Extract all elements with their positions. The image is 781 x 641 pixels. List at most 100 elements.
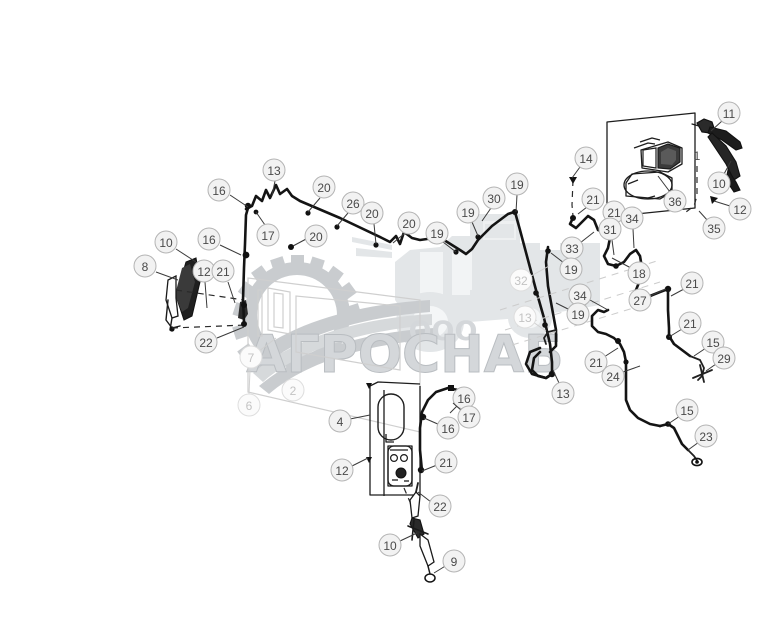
callout-bubble[interactable]	[574, 146, 598, 170]
callout-12[interactable]: 12	[330, 457, 369, 482]
callout-2[interactable]: 2	[281, 378, 305, 402]
callout-21[interactable]: 21	[584, 347, 619, 374]
callout-bubble[interactable]	[628, 288, 652, 312]
callout-bubble[interactable]	[378, 533, 402, 557]
callout-bubble[interactable]	[197, 227, 221, 251]
callout-bubble[interactable]	[194, 330, 218, 354]
callout-11[interactable]: 11	[710, 101, 741, 132]
callout-bubble[interactable]	[428, 494, 452, 518]
callout-15[interactable]: 15	[667, 398, 699, 425]
callout-4[interactable]: 4	[328, 409, 371, 433]
callout-19[interactable]: 19	[505, 172, 529, 213]
callout-9[interactable]: 9	[433, 549, 466, 574]
callout-24[interactable]: 24	[601, 364, 641, 388]
callout-7[interactable]: 7	[239, 337, 277, 369]
callout-1[interactable]: 1	[694, 149, 701, 163]
callout-bubble[interactable]	[513, 305, 537, 329]
callout-bubble[interactable]	[620, 206, 644, 230]
callout-30[interactable]: 30	[481, 186, 506, 222]
callout-bubble[interactable]	[312, 175, 336, 199]
callout-20[interactable]: 20	[292, 224, 328, 248]
callout-34[interactable]: 34	[620, 206, 644, 249]
callout-bubble[interactable]	[436, 416, 460, 440]
callout-13[interactable]: 13	[262, 158, 286, 197]
callout-bubble[interactable]	[207, 178, 231, 202]
callout-19[interactable]: 19	[425, 221, 457, 253]
callout-bubble[interactable]	[341, 191, 365, 215]
callout-21[interactable]: 21	[670, 271, 704, 297]
callout-17[interactable]: 17	[452, 402, 481, 429]
callout-18[interactable]: 18	[611, 257, 651, 285]
callout-22[interactable]: 22	[417, 491, 452, 518]
callout-bubble[interactable]	[559, 257, 583, 281]
callout-21[interactable]: 21	[421, 450, 458, 474]
callout-bubble[interactable]	[482, 186, 506, 210]
callout-bubble[interactable]	[239, 345, 263, 369]
callout-bubble[interactable]	[694, 424, 718, 448]
callout-34[interactable]: 34	[568, 283, 609, 311]
callout-bubble[interactable]	[434, 450, 458, 474]
callout-16[interactable]: 16	[197, 227, 242, 256]
callout-13[interactable]: 13	[513, 305, 547, 332]
callout-bubble[interactable]	[728, 197, 752, 221]
callout-bubble[interactable]	[675, 398, 699, 422]
callout-bubble[interactable]	[505, 172, 529, 196]
callout-19[interactable]: 19	[456, 200, 480, 237]
callout-8[interactable]: 8	[133, 254, 179, 281]
callout-32[interactable]: 32	[509, 265, 550, 292]
callout-bubble[interactable]	[663, 189, 687, 213]
callout-12[interactable]: 12	[713, 197, 752, 221]
callout-36[interactable]: 36	[657, 175, 687, 213]
callout-bubble[interactable]	[551, 381, 575, 405]
callout-bubble[interactable]	[701, 330, 725, 354]
callout-16[interactable]: 16	[423, 416, 460, 440]
callout-20[interactable]: 20	[360, 201, 384, 245]
callout-bubble[interactable]	[627, 261, 651, 285]
callout-bubble[interactable]	[707, 171, 731, 195]
callout-bubble[interactable]	[509, 268, 533, 292]
callout-bubble[interactable]	[328, 409, 352, 433]
callout-21[interactable]: 21	[577, 187, 605, 215]
callout-10[interactable]: 10	[378, 532, 418, 557]
callout-bubble[interactable]	[425, 221, 449, 245]
callout-bubble[interactable]	[330, 458, 354, 482]
callout-bubble[interactable]	[566, 302, 590, 326]
callout-bubble[interactable]	[237, 393, 261, 417]
callout-bubble[interactable]	[598, 217, 622, 241]
callout-bubble[interactable]	[211, 259, 235, 283]
callout-20[interactable]: 20	[392, 211, 421, 244]
callout-bubble[interactable]	[262, 158, 286, 182]
callout-bubble[interactable]	[717, 101, 741, 125]
callout-bubble[interactable]	[678, 311, 702, 335]
callout-23[interactable]: 23	[687, 424, 718, 451]
callout-21[interactable]: 21	[668, 311, 702, 338]
callout-10[interactable]: 10	[707, 160, 732, 195]
callout-26[interactable]: 26	[336, 191, 365, 227]
callout-20[interactable]: 20	[307, 175, 336, 213]
callout-bubble[interactable]	[281, 378, 305, 402]
callout-bubble[interactable]	[397, 211, 421, 235]
callout-bubble[interactable]	[133, 254, 157, 278]
callout-bubble[interactable]	[304, 224, 328, 248]
callout-27[interactable]: 27	[628, 288, 667, 312]
callout-16[interactable]: 16	[449, 386, 476, 414]
callout-bubble[interactable]	[702, 216, 726, 240]
callout-21[interactable]: 21	[211, 259, 236, 304]
callout-22[interactable]: 22	[194, 326, 245, 354]
callout-16[interactable]: 16	[207, 178, 249, 208]
callout-19[interactable]: 19	[555, 302, 590, 326]
callout-bubble[interactable]	[584, 350, 608, 374]
callout-17[interactable]: 17	[255, 211, 280, 247]
callout-bubble[interactable]	[581, 187, 605, 211]
callout-bubble[interactable]	[256, 223, 280, 247]
callout-10[interactable]: 10	[154, 230, 197, 263]
callout-bubble[interactable]	[154, 230, 178, 254]
callout-35[interactable]: 35	[698, 210, 726, 240]
callout-bubble[interactable]	[712, 346, 736, 370]
callout-bubble[interactable]	[680, 271, 704, 295]
callout-31[interactable]: 31	[598, 217, 622, 256]
callout-6[interactable]: 6	[237, 369, 261, 417]
callout-bubble[interactable]	[360, 201, 384, 225]
callout-15[interactable]: 15	[693, 330, 725, 357]
callout-bubble[interactable]	[442, 549, 466, 573]
